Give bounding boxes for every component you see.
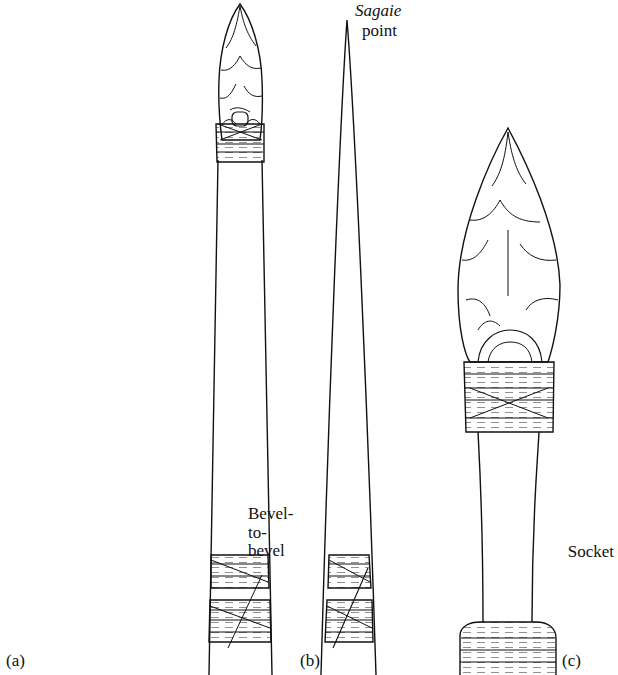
part-label: Socket: [568, 543, 614, 562]
binding: [209, 600, 271, 642]
figure-letter: (c): [562, 652, 581, 671]
shaft-outline: [209, 160, 272, 675]
stone-point: [219, 4, 263, 140]
flake-scars: [462, 132, 558, 330]
part-label: point: [362, 22, 397, 41]
flake-scars: [220, 6, 262, 125]
figure-letter: (a): [6, 652, 25, 671]
stone-point: [458, 128, 560, 362]
sagaie-point: [321, 20, 376, 675]
bevel-joint: [333, 568, 368, 648]
binding: [325, 600, 373, 642]
part-label: Sagaie: [355, 2, 401, 21]
binding: [328, 555, 371, 588]
socket-collar: [460, 622, 556, 675]
part-label: Bevel-to-bevel: [248, 505, 298, 561]
binding: [464, 362, 554, 432]
binding: [216, 124, 264, 162]
figure-letter: (b): [300, 652, 320, 671]
foreshaft: [478, 432, 539, 622]
